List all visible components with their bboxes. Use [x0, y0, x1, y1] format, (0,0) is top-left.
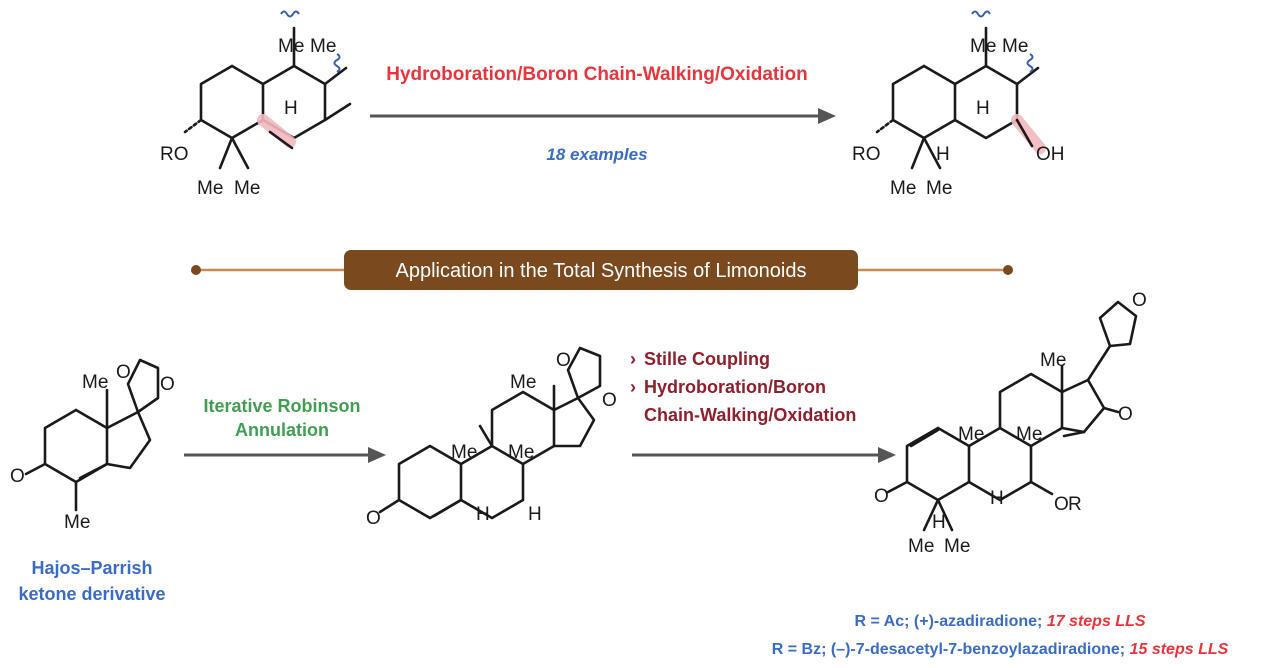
prod-me-label: Me: [926, 178, 952, 199]
intermediate-structure: O Me Me Me H H O O: [366, 346, 617, 529]
sm-me-label: Me: [278, 36, 304, 57]
bottom-arrow-1: [184, 447, 386, 463]
final-o-enone: O: [1118, 404, 1133, 425]
result-2-steps: 15 steps LLS: [1130, 641, 1229, 658]
final-o-ketone: O: [874, 486, 889, 507]
result-1-steps: 17 steps LLS: [1047, 613, 1146, 630]
banner-end-dot: [1003, 265, 1013, 275]
result-line-2: R = Bz; (–)-7-desacetyl-7-benzoylazadira…: [772, 641, 1229, 658]
step1-line2: Annulation: [235, 420, 329, 440]
step2-line2: Hydroboration/Boron: [644, 377, 826, 397]
scope-label: 18 examples: [546, 145, 647, 164]
hp-me-label: Me: [82, 372, 108, 393]
banner-end-dot: [191, 265, 201, 275]
sm-ro-label: RO: [160, 144, 189, 165]
final-me-label: Me: [1016, 424, 1042, 445]
bottom-arrow-2: [632, 447, 896, 463]
sm-me-label: Me: [310, 36, 336, 57]
final-me-label: Me: [1040, 350, 1066, 371]
prod-oh-label: OH: [1036, 144, 1065, 165]
prod-me-label: Me: [1002, 36, 1028, 57]
sm-me-label: Me: [234, 178, 260, 199]
final-o-furan: O: [1132, 290, 1147, 311]
int-h-label: H: [528, 504, 542, 525]
top-reaction-arrow: [370, 108, 836, 124]
top-starting-material: Me Me H RO Me Me: [160, 10, 352, 199]
int-me-label: Me: [508, 442, 534, 463]
prod-me-label: Me: [890, 178, 916, 199]
final-me-label: Me: [908, 536, 934, 557]
top-product: Me Me H H RO Me Me OH: [852, 10, 1065, 199]
result-1-r: R = Ac; (+)-azadiradione;: [854, 613, 1046, 630]
hp-o-ketone: O: [10, 466, 25, 487]
int-me-label: Me: [451, 442, 477, 463]
banner-title: Application in the Total Synthesis of Li…: [396, 260, 807, 282]
int-h-label: H: [476, 504, 490, 525]
final-or-o: O: [1054, 494, 1069, 515]
hp-o-label: O: [116, 362, 131, 383]
application-banner: Application in the Total Synthesis of Li…: [191, 250, 1013, 290]
sm-me-label: Me: [197, 178, 223, 199]
final-me-label: Me: [944, 536, 970, 557]
prod-me-label: Me: [970, 36, 996, 57]
hp-o-label: O: [160, 374, 175, 395]
int-o-label: O: [556, 350, 571, 371]
prod-h-label: H: [976, 98, 990, 119]
hp-name-line1: Hajos–Parrish: [31, 558, 152, 578]
final-or-r: R: [1068, 494, 1082, 515]
step2-line3: Chain-Walking/Oxidation: [644, 405, 856, 425]
int-o-ketone: O: [366, 508, 381, 529]
hajos-parrish-structure: O Me Me O O: [10, 358, 175, 533]
int-me-label: Me: [510, 372, 536, 393]
prod-h-label: H: [936, 144, 950, 165]
step2-bullet: ›: [630, 349, 636, 369]
final-h-label: H: [990, 488, 1004, 509]
prod-ro-label: RO: [852, 144, 881, 165]
final-h-label: H: [932, 512, 946, 533]
final-me-label: Me: [958, 424, 984, 445]
step2-bullet: ›: [630, 377, 636, 397]
top-conditions-label: Hydroboration/Boron Chain-Walking/Oxidat…: [386, 64, 808, 85]
banner-box: [344, 250, 858, 290]
step1-line1: Iterative Robinson: [203, 396, 360, 416]
result-line-1: R = Ac; (+)-azadiradione; 17 steps LLS: [854, 613, 1145, 630]
hp-name-line2: ketone derivative: [18, 584, 165, 604]
final-product-structure: O O O Me Me Me Me Me H H O R: [874, 290, 1147, 557]
sm-h-label: H: [284, 98, 298, 119]
int-o-label: O: [602, 390, 617, 411]
step2-line1: Stille Coupling: [644, 349, 770, 369]
result-2-r: R = Bz; (–)-7-desacetyl-7-benzoylazadira…: [772, 641, 1130, 658]
hp-me-label: Me: [64, 512, 90, 533]
